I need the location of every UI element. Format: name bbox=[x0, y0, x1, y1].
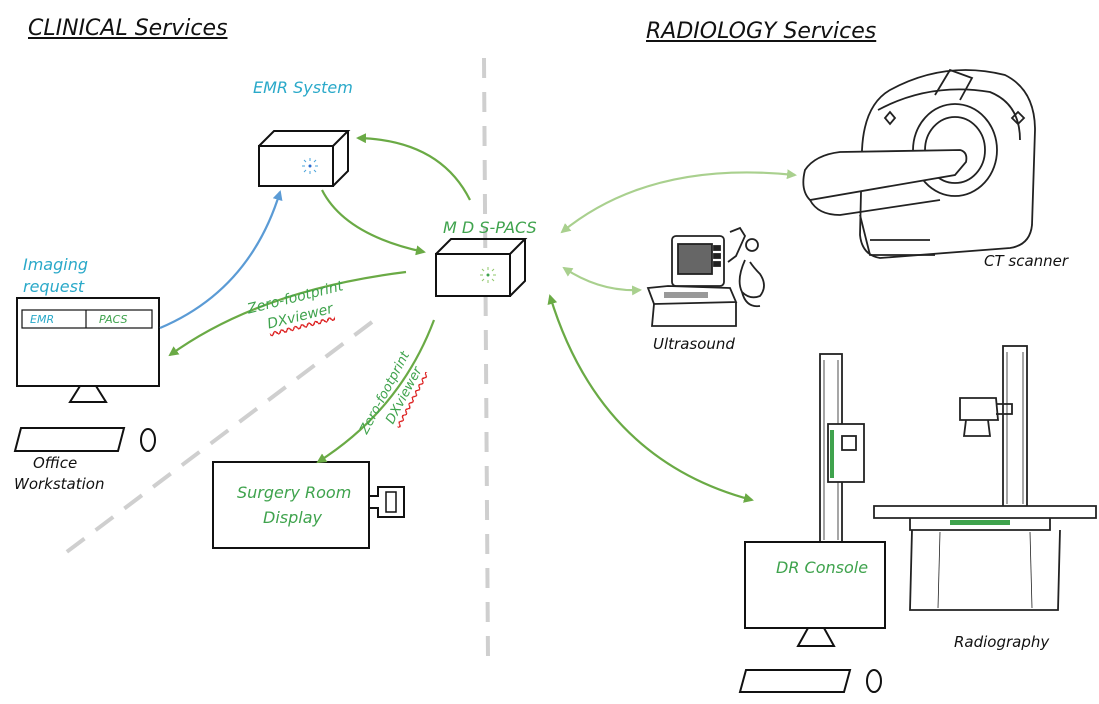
link-emr-to-pacs bbox=[321, 189, 426, 256]
office-workstation-label-line1: Office bbox=[33, 454, 78, 472]
workstation-tab-pacs[interactable]: PACS bbox=[99, 313, 128, 326]
ct-scanner-icon bbox=[802, 68, 1036, 259]
divider-diagonal bbox=[62, 320, 374, 556]
divider-vertical bbox=[482, 57, 490, 661]
pacs-server-icon bbox=[435, 238, 528, 297]
workstation-tab-emr[interactable]: EMR bbox=[30, 313, 55, 326]
ct-scanner-label: CT scanner bbox=[984, 252, 1069, 270]
office-workstation-label-line2: Workstation bbox=[14, 475, 105, 493]
dr-console-label: DR Console bbox=[776, 558, 869, 577]
link-workstation-to-emr bbox=[159, 190, 283, 330]
dr-console-keyboard-icon bbox=[738, 669, 882, 693]
link-pacs-ultrasound bbox=[562, 266, 642, 296]
ultrasound-icon bbox=[646, 226, 765, 327]
radiology-header: RADIOLOGY Services bbox=[646, 19, 877, 44]
link-pacs-ct bbox=[560, 169, 797, 234]
surgery-display-icon bbox=[212, 461, 405, 549]
link-pacs-to-emr bbox=[356, 133, 471, 201]
office-keyboard-icon bbox=[13, 427, 156, 452]
dr-console-monitor-icon bbox=[744, 541, 886, 647]
link-pacs-to-workstation bbox=[168, 270, 407, 357]
imaging-request-label-line1: Imaging bbox=[23, 255, 89, 274]
link-pacs-radiography bbox=[547, 294, 754, 503]
radiography-label: Radiography bbox=[954, 633, 1050, 651]
emr-server-icon bbox=[258, 130, 351, 187]
surgery-room-label-line2: Display bbox=[263, 508, 322, 527]
office-monitor-icon bbox=[16, 297, 160, 403]
surgery-room-label-line1: Surgery Room bbox=[237, 483, 352, 502]
ultrasound-label: Ultrasound bbox=[653, 335, 735, 353]
mds-pacs-label: M D S-PACS bbox=[443, 218, 537, 237]
link-pacs-to-surgery bbox=[316, 319, 436, 464]
imaging-request-label-line2: request bbox=[23, 277, 85, 296]
clinical-header: CLINICAL Services bbox=[28, 16, 228, 41]
radiography-icon bbox=[819, 345, 1097, 611]
emr-system-label: EMR System bbox=[253, 78, 353, 97]
